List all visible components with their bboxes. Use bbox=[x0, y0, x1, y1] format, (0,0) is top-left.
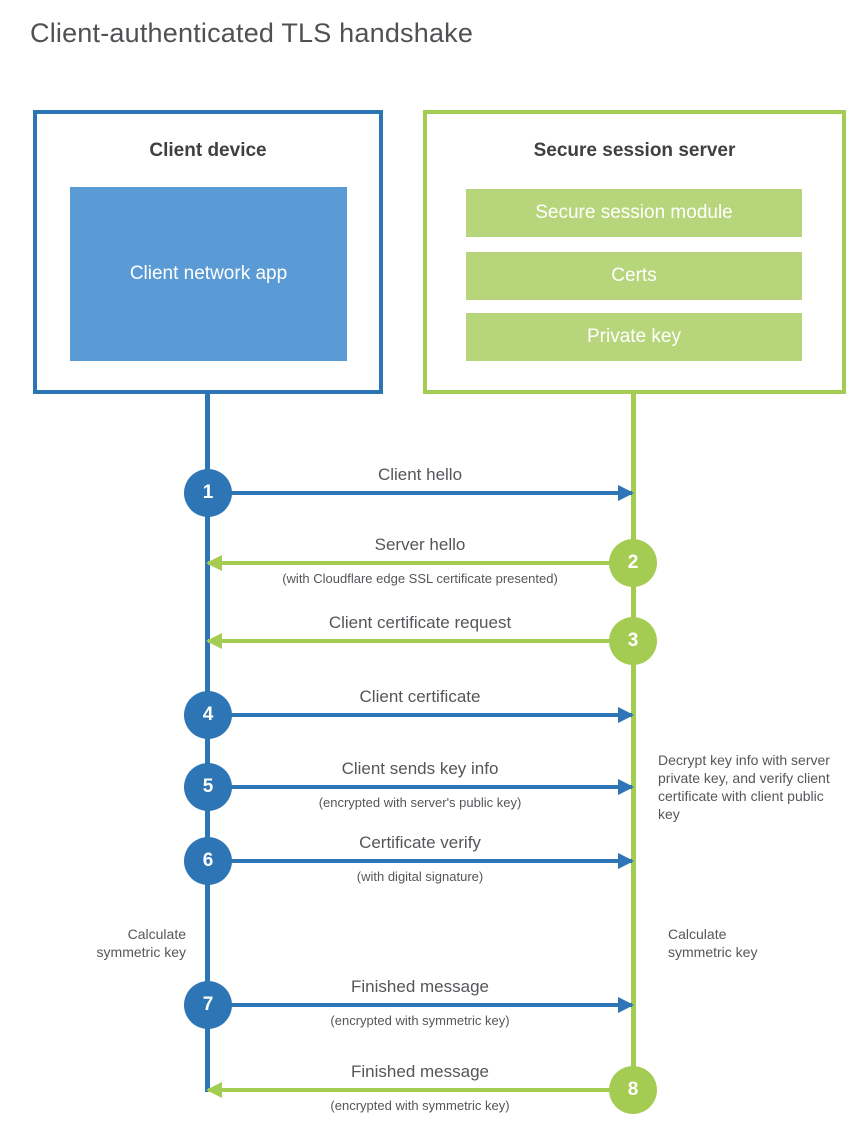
step-7-label: Finished message bbox=[351, 977, 489, 996]
step-7-number: 7 bbox=[202, 994, 214, 1015]
step-2-label: Server hello bbox=[374, 535, 466, 554]
step-7-badge: 7 bbox=[184, 981, 232, 1029]
server-module-private-key: Private key bbox=[466, 313, 802, 361]
step-6-sublabel: (with digital signature) bbox=[356, 869, 484, 884]
server-module-certs: Certs bbox=[466, 252, 802, 300]
step-4-number: 4 bbox=[202, 704, 214, 725]
step-7-arrow-right-icon bbox=[208, 1003, 632, 1007]
step-5-arrow-right-icon bbox=[208, 785, 632, 789]
step-5-sublabel: (encrypted with server's public key) bbox=[318, 795, 522, 810]
step-8-badge: 8 bbox=[609, 1066, 657, 1114]
step-5-badge: 5 bbox=[184, 763, 232, 811]
step-6-badge: 6 bbox=[184, 837, 232, 885]
step-8-arrow-left-icon bbox=[208, 1088, 632, 1092]
step-1-number: 1 bbox=[202, 482, 214, 503]
step-7-sublabel: (encrypted with symmetric key) bbox=[330, 1013, 510, 1028]
step-4-arrow-right-icon bbox=[208, 713, 632, 717]
client-device-title: Client device bbox=[149, 140, 267, 161]
step-2-badge: 2 bbox=[609, 539, 657, 587]
note-calculate-symmetric-key-client: Calculate symmetric key bbox=[96, 926, 186, 960]
step-4-badge: 4 bbox=[184, 691, 232, 739]
step-6-label: Certificate verify bbox=[359, 833, 481, 852]
note-decrypt-key-info: Decrypt key info with server private key… bbox=[658, 752, 830, 822]
step-1-label: Client hello bbox=[377, 465, 463, 484]
client-network-app-box: Client network app bbox=[70, 187, 347, 361]
step-1-badge: 1 bbox=[184, 469, 232, 517]
server-lifeline bbox=[631, 391, 636, 1090]
step-3-number: 3 bbox=[627, 630, 639, 651]
page-title: Client-authenticated TLS handshake bbox=[30, 18, 474, 48]
step-2-number: 2 bbox=[627, 552, 639, 573]
step-8-number: 8 bbox=[627, 1079, 639, 1100]
client-network-app-label: Client network app bbox=[129, 263, 288, 284]
server-module-secure-session-module: Secure session module bbox=[466, 189, 802, 237]
step-4-label: Client certificate bbox=[359, 687, 481, 706]
step-2-arrow-left-icon bbox=[208, 561, 632, 565]
step-5-label: Client sends key info bbox=[341, 759, 499, 778]
step-8-sublabel: (encrypted with symmetric key) bbox=[330, 1098, 510, 1113]
client-lifeline bbox=[205, 391, 210, 1092]
step-3-badge: 3 bbox=[609, 617, 657, 665]
client-device-box: Client device Client network app bbox=[33, 110, 383, 394]
step-6-arrow-right-icon bbox=[208, 859, 632, 863]
step-6-number: 6 bbox=[202, 850, 214, 871]
step-3-arrow-left-icon bbox=[208, 639, 632, 643]
step-3-label: Client certificate request bbox=[328, 613, 512, 632]
secure-session-server-box: Secure session server Secure session mod… bbox=[423, 110, 846, 394]
step-1-arrow-right-icon bbox=[208, 491, 632, 495]
note-calculate-symmetric-key-server: Calculate symmetric key bbox=[668, 926, 758, 960]
step-8-label: Finished message bbox=[351, 1062, 489, 1081]
step-5-number: 5 bbox=[202, 776, 214, 797]
step-2-sublabel: (with Cloudflare edge SSL certificate pr… bbox=[282, 571, 558, 586]
secure-session-server-title: Secure session server bbox=[533, 140, 736, 161]
